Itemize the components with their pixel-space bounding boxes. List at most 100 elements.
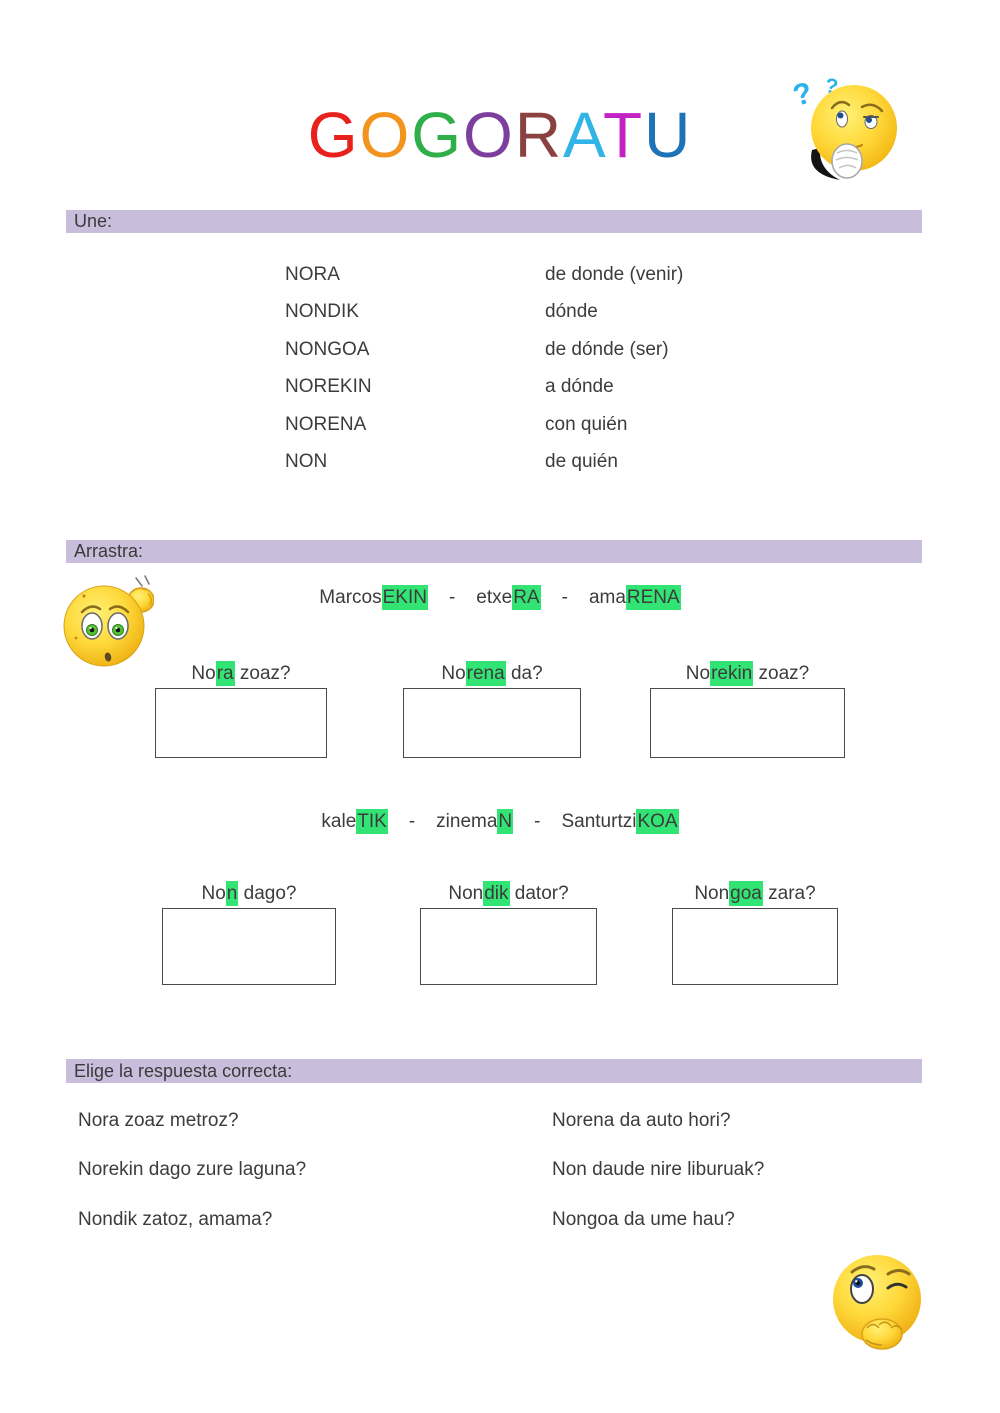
- match-row: NON de quién: [285, 444, 765, 482]
- word-suffix-highlight: RENA: [625, 585, 681, 610]
- word-suffix-highlight: RA: [512, 585, 541, 610]
- question-label: Norena da?: [403, 661, 581, 687]
- section-banner-arrastra: Arrastra:: [66, 540, 922, 563]
- title-letter: G: [411, 99, 464, 171]
- drop-box[interactable]: [162, 908, 336, 985]
- drop-group: Non dago?: [162, 881, 336, 985]
- drop-box[interactable]: [672, 908, 838, 985]
- choice-question[interactable]: Norekin dago zure laguna?: [78, 1159, 307, 1180]
- label-post: zoaz?: [234, 663, 291, 684]
- drag-words-row-1: MarcosEKIN-etxeRA-amaRENA: [0, 585, 1000, 610]
- drop-group: Norekin zoaz?: [650, 661, 845, 758]
- title-letter: A: [563, 99, 603, 171]
- matching-list: NORA de donde (venir) NONDIK dónde NONGO…: [285, 256, 765, 481]
- title-letter: O: [463, 99, 515, 171]
- question-label: Nongoa zara?: [672, 881, 838, 907]
- word-suffix-highlight: N: [497, 809, 514, 834]
- title-letter: T: [602, 99, 645, 171]
- match-translation[interactable]: con quién: [545, 413, 628, 435]
- match-row: NONDIK dónde: [285, 294, 765, 332]
- drag-words-row-2: kaleTIK-zinemaN-SanturtziKOA: [0, 809, 1000, 834]
- drop-box[interactable]: [155, 688, 327, 758]
- label-post: zoaz?: [753, 663, 810, 684]
- match-row: NOREKIN a dónde: [285, 369, 765, 407]
- label-post: dator?: [509, 883, 569, 904]
- drop-group: Nondik dator?: [420, 881, 597, 985]
- choice-question[interactable]: Norena da auto hori?: [552, 1110, 731, 1131]
- label-highlight: ra: [215, 661, 235, 686]
- label-post: da?: [505, 663, 543, 684]
- drag-word[interactable]: kaleTIK: [321, 809, 388, 834]
- drag-word[interactable]: SanturtziKOA: [561, 809, 679, 834]
- label-pre: No: [191, 663, 216, 684]
- svg-text:?: ?: [790, 76, 815, 112]
- question-label: Nondik dator?: [420, 881, 597, 907]
- label-highlight: goa: [729, 881, 763, 906]
- match-translation[interactable]: de donde (venir): [545, 263, 684, 285]
- word-base: etxe: [476, 587, 513, 608]
- match-row: NONGOA de dónde (ser): [285, 331, 765, 369]
- label-highlight: rena: [465, 661, 506, 686]
- choice-question[interactable]: Nora zoaz metroz?: [78, 1110, 239, 1131]
- word-base: kale: [321, 811, 357, 832]
- winking-thinking-emoji: [818, 1250, 936, 1352]
- match-row: NORENA con quién: [285, 406, 765, 444]
- drag-word[interactable]: MarcosEKIN: [319, 585, 428, 610]
- label-pre: No: [201, 883, 226, 904]
- label-post: dago?: [238, 883, 297, 904]
- drop-box[interactable]: [650, 688, 845, 758]
- question-label: Non dago?: [162, 881, 336, 907]
- section-banner-elige: Elige la respuesta correcta:: [66, 1059, 922, 1083]
- drop-group: Nongoa zara?: [672, 881, 838, 985]
- word-base: ama: [588, 587, 626, 608]
- drop-box[interactable]: [420, 908, 597, 985]
- section-banner-une: Une:: [66, 210, 922, 233]
- title-letter: O: [359, 99, 412, 171]
- label-highlight: dik: [483, 881, 510, 906]
- match-translation[interactable]: a dónde: [545, 376, 614, 398]
- confused-scratching-emoji: [58, 572, 155, 670]
- label-post: zara?: [762, 883, 816, 904]
- title-letter: U: [644, 99, 693, 171]
- question-label: Nora zoaz?: [155, 661, 327, 687]
- match-word[interactable]: NOREKIN: [285, 376, 372, 398]
- separator-dash: -: [408, 811, 416, 832]
- thinking-question-emoji: ? ?: [790, 66, 900, 184]
- match-translation[interactable]: de dónde (ser): [545, 338, 669, 360]
- separator-dash: -: [448, 587, 456, 608]
- word-base: Marcos: [319, 587, 382, 608]
- label-pre: No: [441, 663, 466, 684]
- label-pre: Non: [448, 883, 484, 904]
- word-suffix-highlight: TIK: [356, 809, 388, 834]
- word-base: zinema: [436, 811, 498, 832]
- match-word[interactable]: NORA: [285, 263, 340, 285]
- word-suffix-highlight: KOA: [636, 809, 679, 834]
- match-row: NORA de donde (venir): [285, 256, 765, 294]
- label-pre: Non: [694, 883, 730, 904]
- separator-dash: -: [534, 811, 541, 832]
- choice-question[interactable]: Nongoa da ume hau?: [552, 1209, 735, 1230]
- match-translation[interactable]: dónde: [545, 301, 598, 323]
- drag-word[interactable]: etxeRA: [476, 585, 541, 610]
- label-highlight: rekin: [710, 661, 754, 686]
- match-word[interactable]: NON: [285, 451, 328, 473]
- label-highlight: n: [225, 881, 239, 906]
- separator-dash: -: [561, 587, 568, 608]
- word-base: Santurtzi: [561, 811, 637, 832]
- match-word[interactable]: NORENA: [285, 413, 367, 435]
- title-letter: R: [514, 99, 564, 171]
- label-pre: No: [685, 663, 711, 684]
- drag-word[interactable]: amaRENA: [588, 585, 681, 610]
- drop-group: Nora zoaz?: [155, 661, 327, 758]
- choice-question[interactable]: Nondik zatoz, amama?: [78, 1209, 273, 1230]
- drop-box[interactable]: [403, 688, 581, 758]
- drag-word[interactable]: zinemaN: [436, 809, 514, 834]
- match-translation[interactable]: de quién: [545, 451, 618, 473]
- match-word[interactable]: NONDIK: [285, 301, 359, 323]
- choice-question[interactable]: Non daude nire liburuak?: [552, 1159, 765, 1180]
- word-suffix-highlight: EKIN: [381, 585, 428, 610]
- question-label: Norekin zoaz?: [650, 661, 845, 687]
- match-word[interactable]: NONGOA: [285, 338, 370, 360]
- page-title: GOGORATU: [0, 98, 1000, 172]
